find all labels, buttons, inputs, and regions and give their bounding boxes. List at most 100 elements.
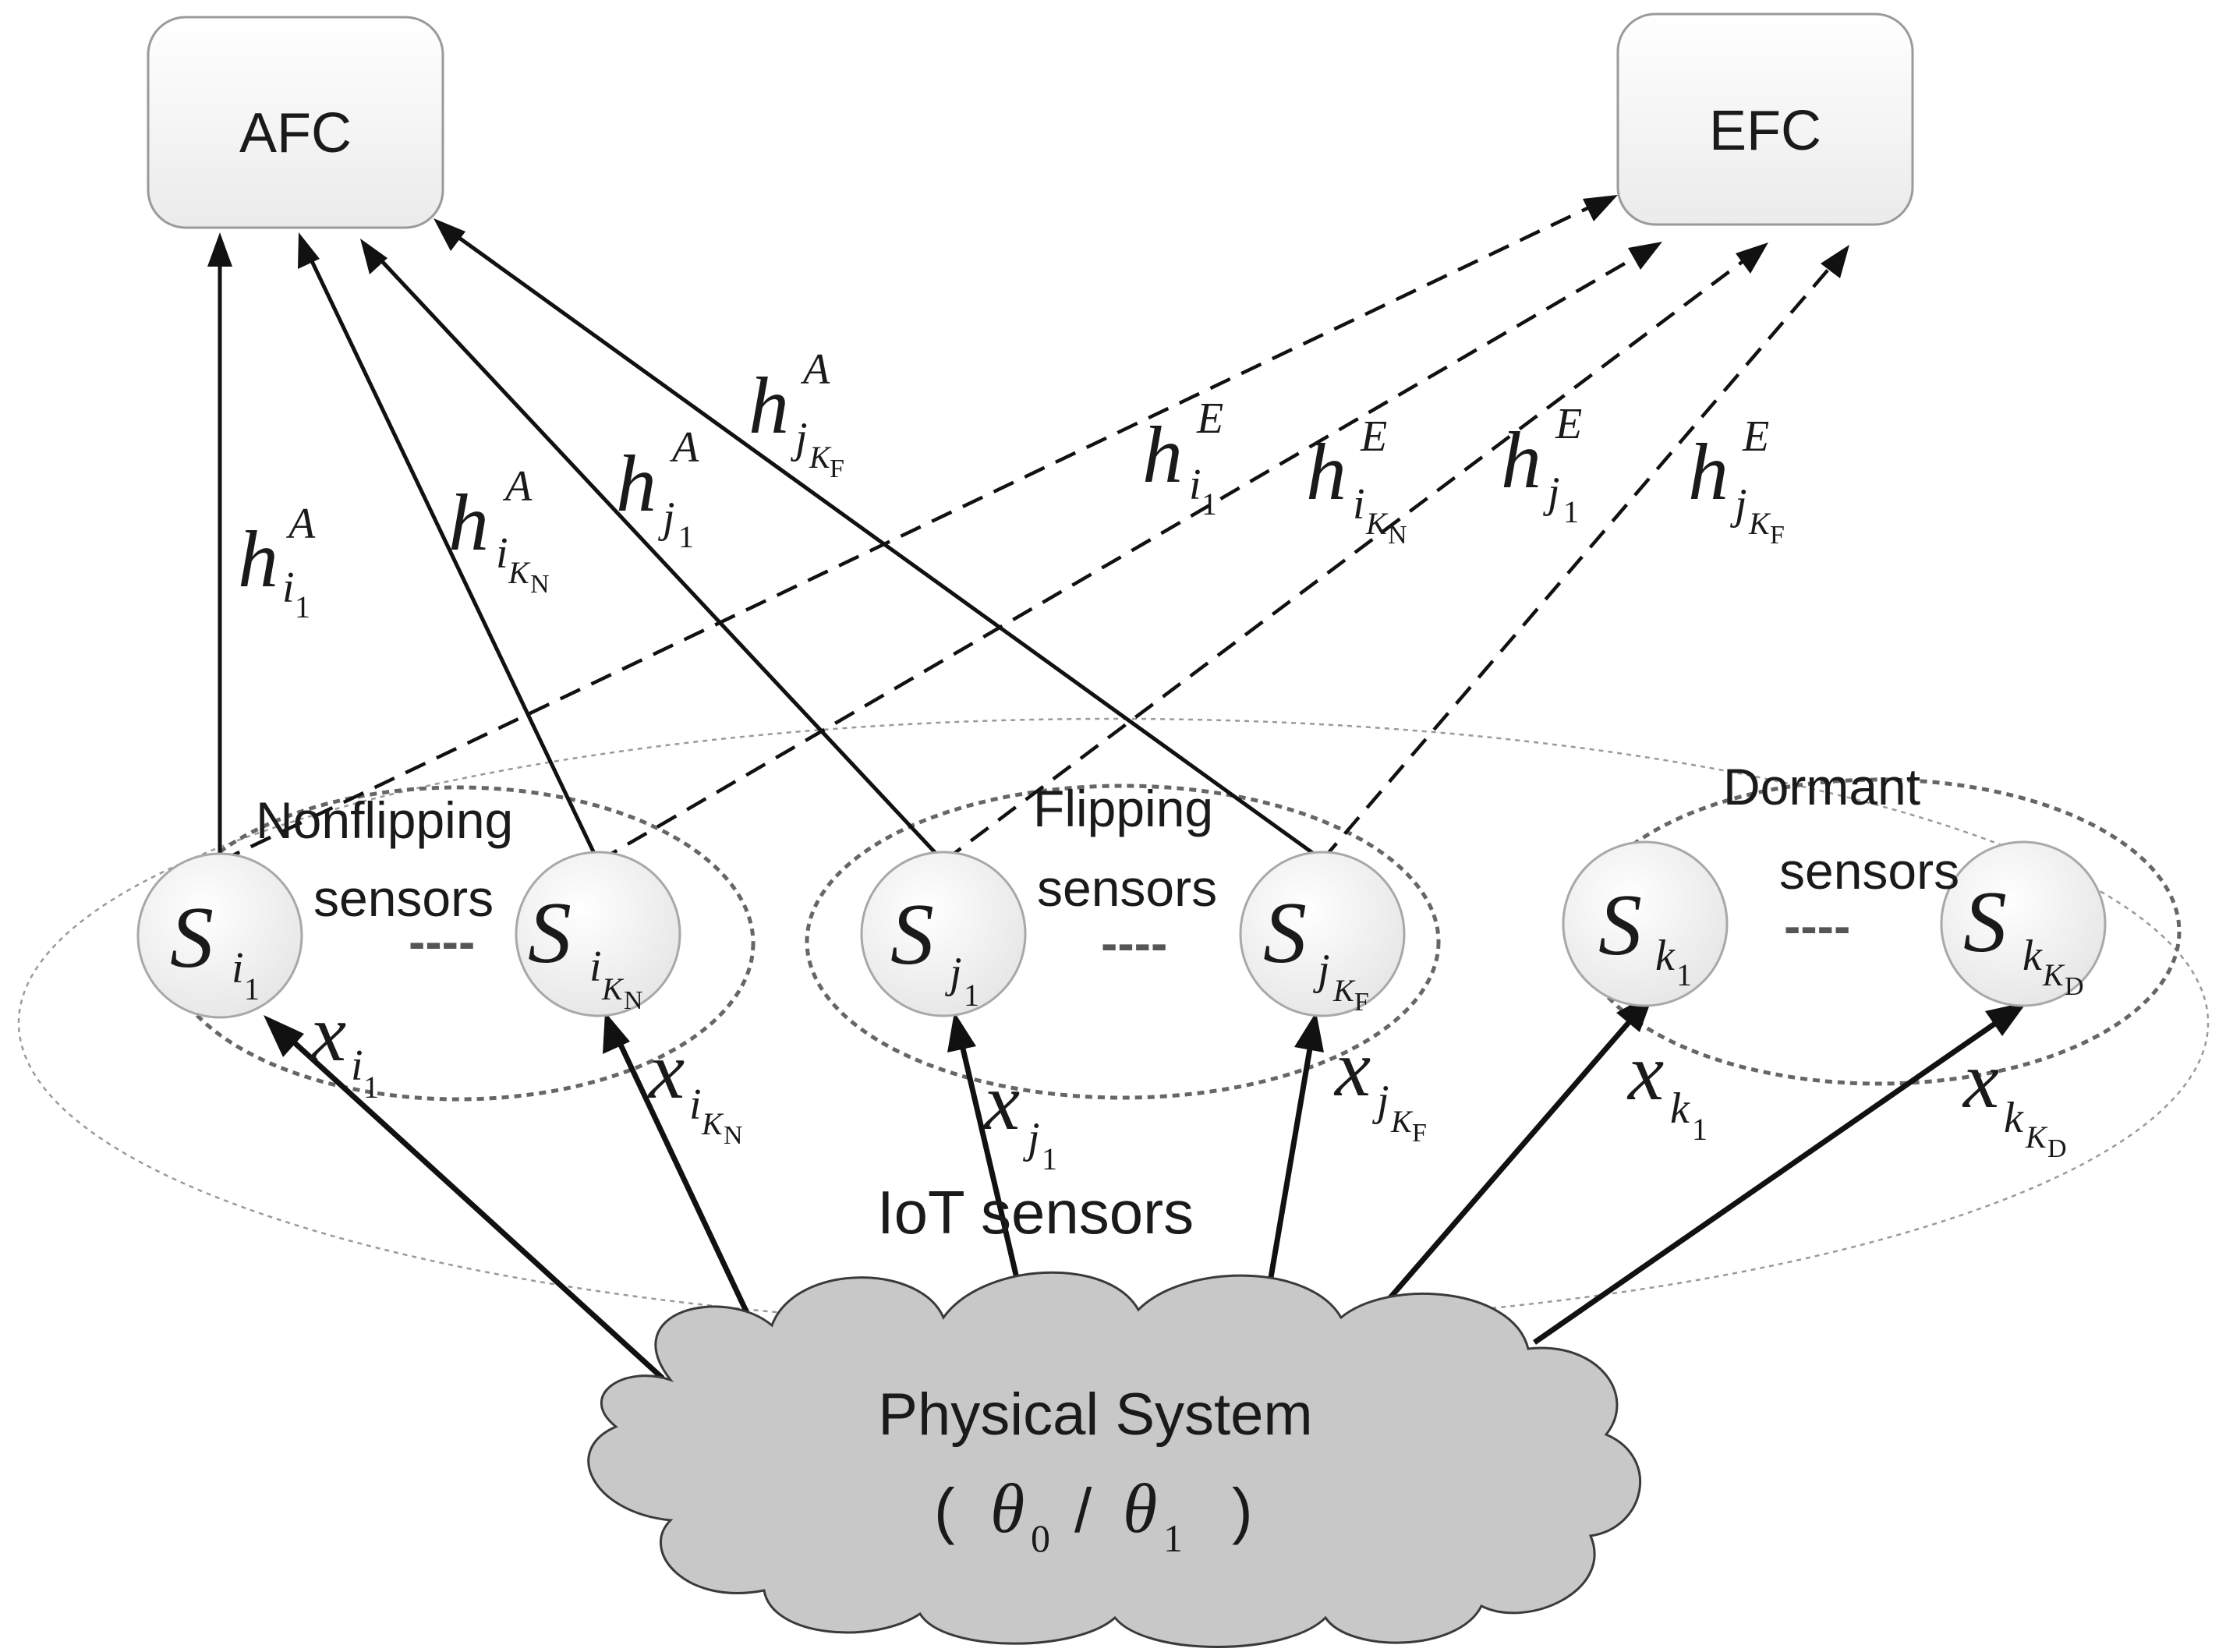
channel-jKF-afc-symbol: h: [748, 361, 789, 451]
sensor-kKD-index: k: [2023, 932, 2043, 980]
arrowhead-jKF-efc: [1821, 245, 1849, 278]
physical-system-title: Physical System: [878, 1381, 1313, 1448]
channel-label-iKN-afc: h A i K N: [448, 462, 550, 599]
channel-label-jKF-afc: h A j K F: [748, 345, 844, 483]
observation-iKN-index: i: [689, 1081, 702, 1129]
channel-j1-afc-sup: A: [669, 423, 699, 472]
observation-jKF-k: K: [1390, 1104, 1414, 1139]
channel-iKN-efc-k: K: [1365, 506, 1389, 541]
sensor-i1-index: i: [232, 944, 244, 992]
afc-label: AFC: [239, 102, 352, 164]
channel-jKF-afc-k: K: [809, 440, 832, 475]
link-iKN-afc: [302, 243, 600, 863]
arrowhead-i1-afc: [207, 232, 232, 267]
channel-j1-afc-sub: 1: [678, 519, 694, 554]
sensor-iKN-k: K: [601, 971, 625, 1006]
sensor-j1-sub: 1: [964, 978, 979, 1013]
sensor-jKF-k: K: [1332, 973, 1356, 1008]
sensor-k1-sub: 1: [1676, 957, 1692, 992]
observation-label-j1: x j 1: [982, 1057, 1057, 1176]
observation-i1-symbol: x: [309, 989, 346, 1078]
channel-i1-afc-sub: 1: [295, 589, 310, 624]
theta1-subscript: 1: [1163, 1516, 1183, 1560]
observation-j1-index: j: [1023, 1114, 1040, 1162]
observation-label-i1: x i 1: [309, 989, 379, 1105]
obs-arrowhead-j1: [947, 1012, 976, 1052]
arrowhead-iKN-efc: [1628, 242, 1662, 270]
sensor-j1-symbol: S: [890, 886, 934, 983]
nonflipping-ellipsis: ----: [409, 914, 475, 970]
channel-iKN-efc-sup: E: [1360, 412, 1387, 461]
observation-iKN-sub: N: [724, 1121, 743, 1150]
sensor-jKF-index: j: [1313, 946, 1330, 994]
channel-iKN-efc-index: i: [1353, 480, 1365, 529]
iot-sensors-region: [17, 717, 2210, 1328]
sensor-i1-sub: 1: [244, 971, 260, 1006]
sensor-i1-symbol: S: [170, 890, 214, 986]
obs-link-iKN: [617, 1042, 763, 1342]
channel-label-jKF-efc: h E j K F: [1688, 412, 1785, 550]
sensor-iKN-sub: N: [624, 986, 643, 1015]
observation-k1-sub: 1: [1692, 1112, 1708, 1147]
theta1-symbol: θ: [1123, 1470, 1157, 1548]
efc-label: EFC: [1709, 100, 1821, 162]
sensor-kKD-symbol: S: [1963, 874, 2007, 971]
channel-i1-afc-symbol: h: [238, 515, 278, 604]
channel-jKF-efc-sub: F: [1770, 521, 1785, 550]
channel-jKF-afc-index: j: [791, 414, 808, 462]
channel-iKN-efc-sub: N: [1388, 521, 1407, 550]
sensor-kKD-sub: D: [2065, 972, 2084, 1001]
obs-link-kKD: [1533, 1021, 1998, 1345]
observation-i1-sub: 1: [363, 1070, 379, 1105]
observation-kKD-index: k: [2004, 1094, 2024, 1142]
theta0-symbol: θ: [990, 1470, 1025, 1548]
sensor-kKD: S k K D: [1940, 840, 2107, 1007]
link-iKN-efc: [596, 246, 1653, 863]
obs-link-j1: [960, 1048, 1025, 1299]
efc-links: [219, 199, 1842, 864]
channel-label-i1-efc: h E i 1: [1142, 394, 1223, 522]
observation-kKD-sub: D: [2047, 1134, 2067, 1163]
observation-k1-symbol: x: [1626, 1028, 1664, 1117]
arrowhead-j1-afc: [360, 239, 388, 274]
observation-kKD-symbol: x: [1962, 1035, 1999, 1125]
channel-iKN-afc-k: K: [508, 555, 531, 590]
observation-label-iKN: x i K N: [647, 1026, 743, 1150]
channel-iKN-afc-sub: N: [530, 570, 550, 599]
nonflipping-label-line1: Nonflipping: [256, 791, 513, 849]
sensor-j1-index: j: [945, 949, 962, 997]
flipping-label-line1: Flipping: [1033, 780, 1213, 837]
obs-arrowhead-jKF: [1294, 1012, 1324, 1052]
observation-jKF-index: j: [1372, 1077, 1389, 1125]
hypotheses-slash: /: [1074, 1476, 1092, 1545]
sensor-iKN-index: i: [589, 943, 602, 991]
hypotheses-close-paren: ): [1232, 1476, 1253, 1545]
sensor-kKD-k: K: [2042, 957, 2065, 992]
observation-iKN-k: K: [701, 1106, 724, 1141]
channel-j1-efc-symbol: h: [1501, 416, 1541, 505]
channel-i1-efc-symbol: h: [1142, 410, 1183, 500]
sensor-k1-index: k: [1655, 932, 1676, 980]
afc-links: [218, 224, 1324, 863]
sensor-k1-symbol: S: [1598, 877, 1642, 974]
channel-label-iKN-efc: h E i K N: [1306, 412, 1407, 550]
sensor-jKF-symbol: S: [1263, 885, 1307, 982]
channel-jKF-efc-index: j: [1730, 480, 1747, 529]
observation-label-jKF: x j K F: [1333, 1024, 1427, 1148]
obs-link-jKF: [1264, 1048, 1313, 1301]
afc-arrowheads: [207, 218, 465, 274]
observation-arrowheads: [264, 992, 2027, 1057]
channel-i1-afc-index: i: [282, 564, 295, 612]
sensor-i1: S i 1: [136, 852, 303, 1019]
channel-j1-efc-sub: 1: [1563, 494, 1579, 529]
arrowhead-j1-efc: [1736, 242, 1768, 274]
observation-iKN-symbol: x: [647, 1026, 685, 1116]
link-j1-afc: [366, 245, 945, 863]
obs-arrowhead-iKN: [603, 1012, 630, 1054]
channel-iKN-afc-symbol: h: [448, 478, 489, 568]
sensor-k1: S k 1: [1562, 840, 1729, 1007]
observation-jKF-symbol: x: [1333, 1024, 1371, 1113]
link-i1-efc: [219, 199, 1603, 864]
flipping-ellipsis: ----: [1101, 915, 1167, 971]
obs-link-k1: [1385, 1017, 1633, 1303]
